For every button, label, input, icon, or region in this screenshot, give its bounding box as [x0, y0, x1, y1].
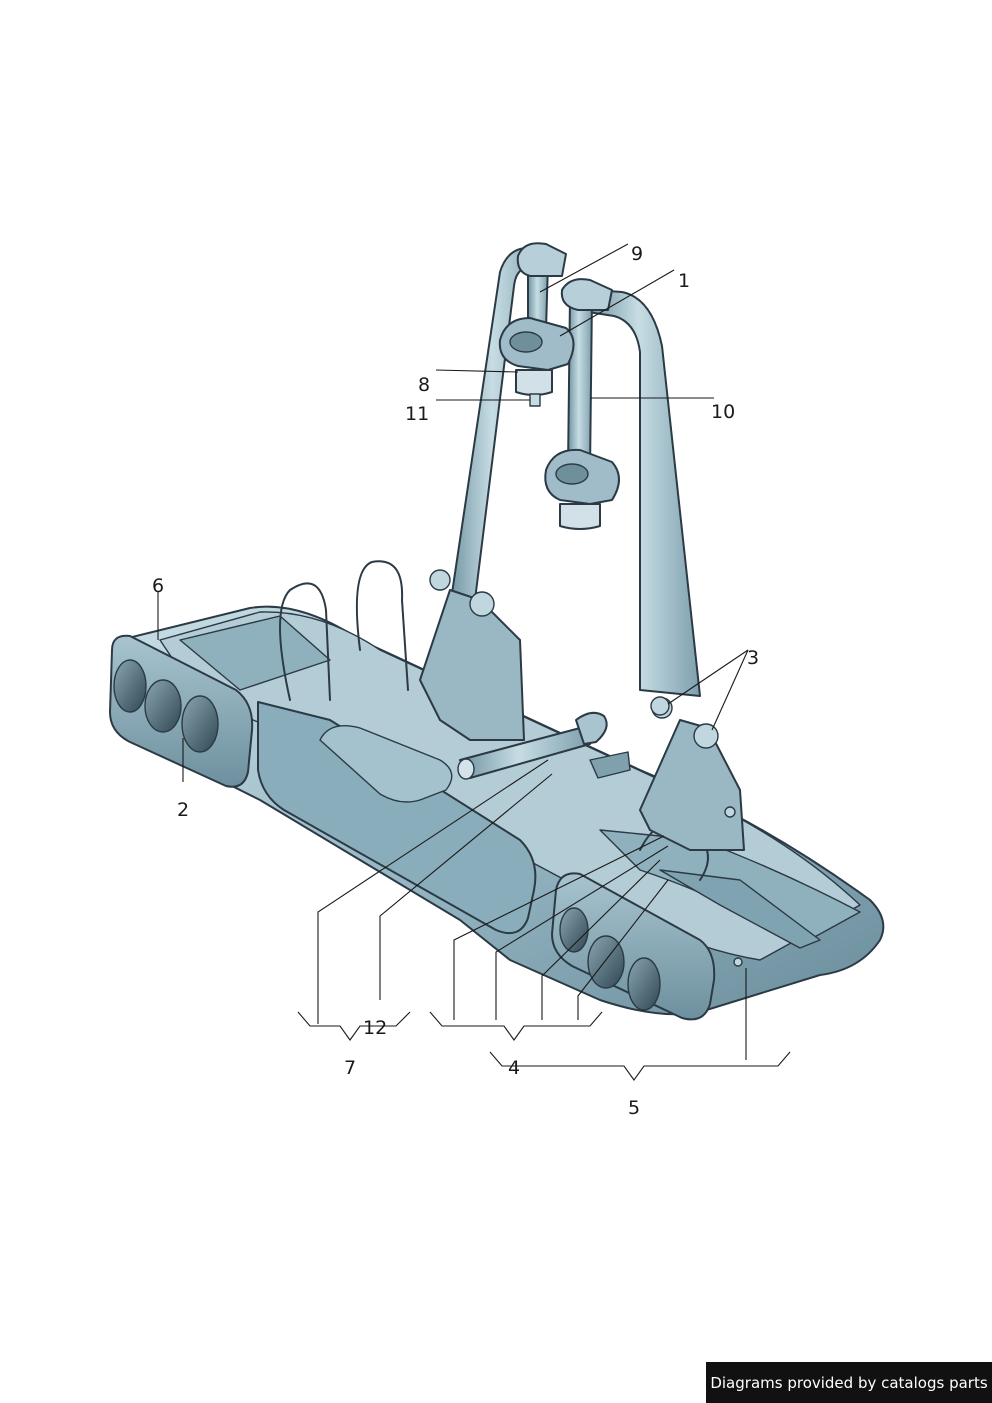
- callout-3: 3: [747, 647, 759, 669]
- callout-12: 12: [363, 1017, 387, 1039]
- left-lamp-housing: [109, 634, 254, 788]
- base-platform: [110, 605, 885, 1016]
- callout-4: 4: [508, 1057, 520, 1079]
- leader-lines: [157, 243, 791, 1081]
- callout-10: 10: [711, 401, 735, 423]
- callout-labels: 9 1 8 11 10 6 3 2 12 7 4 5: [152, 243, 759, 1119]
- callout-5: 5: [628, 1097, 640, 1119]
- callout-7: 7: [344, 1057, 356, 1079]
- holder-arms: [498, 242, 620, 530]
- mounting-brackets: [419, 569, 745, 851]
- callout-9: 9: [631, 243, 643, 265]
- callout-6: 6: [152, 575, 164, 597]
- bike-carrier-illustration: [109, 242, 885, 1021]
- small-bolts: [650, 696, 743, 967]
- side-panel: [257, 701, 537, 934]
- credit-banner: Diagrams provided by catalogs parts: [706, 1362, 992, 1403]
- lock-lever: [457, 711, 631, 780]
- callout-11: 11: [405, 403, 429, 425]
- callout-8: 8: [418, 374, 430, 396]
- callout-1: 1: [678, 270, 690, 292]
- callout-2: 2: [177, 799, 189, 821]
